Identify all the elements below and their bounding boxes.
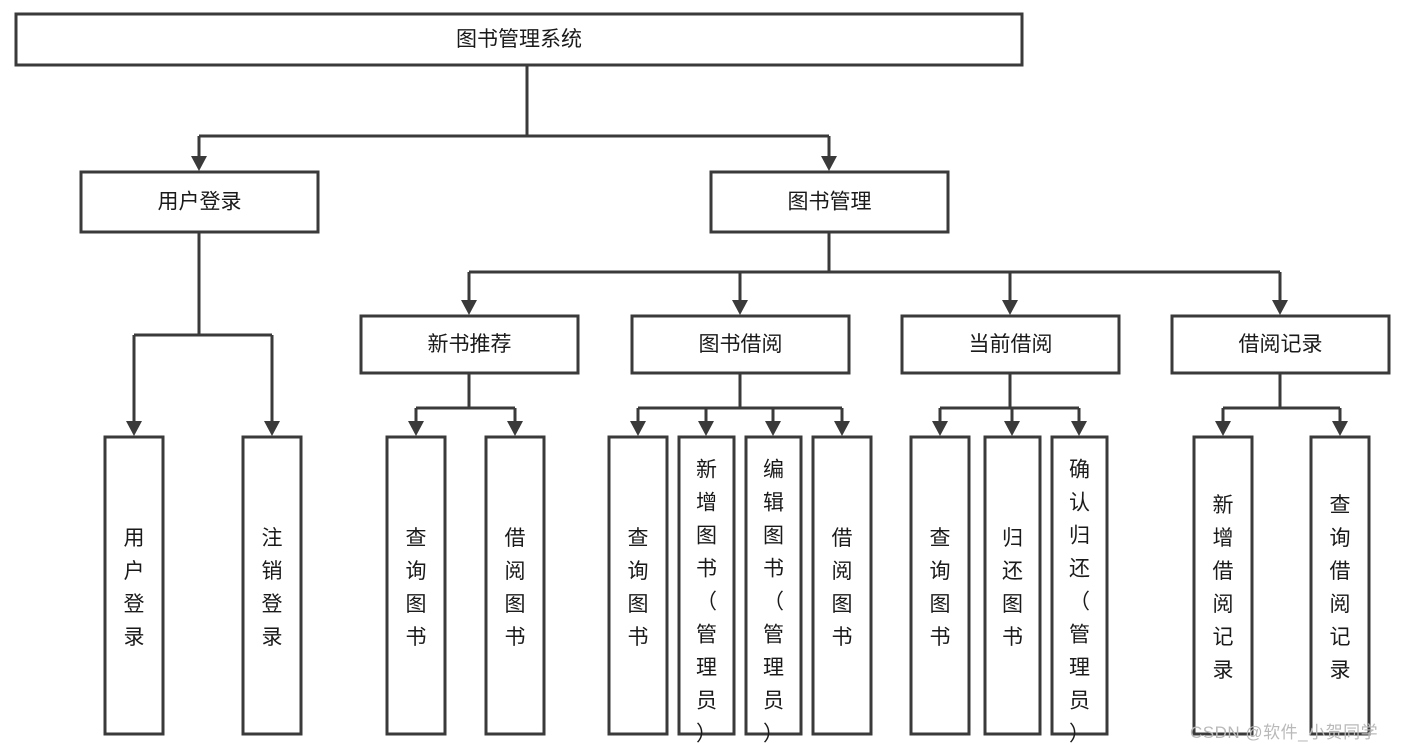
node-leaf-add-book[interactable]: 新增图书（管理员） — [677, 435, 736, 746]
arrow-head-icon — [732, 300, 748, 315]
node-label: 新书推荐 — [428, 333, 512, 356]
node-box[interactable] — [630, 314, 851, 375]
node-box[interactable] — [900, 314, 1121, 375]
node-box[interactable] — [79, 170, 320, 234]
node-label: 借阅图书 — [505, 527, 526, 649]
arrow-head-icon — [264, 421, 280, 436]
arrow-head-icon — [191, 156, 207, 171]
arrow-head-icon — [1215, 421, 1231, 436]
node-label: 图书管理系统 — [456, 28, 582, 51]
node-box[interactable] — [709, 170, 950, 234]
arrow-head-icon — [507, 421, 523, 436]
node-label: 确认归还（管理员） — [1069, 459, 1090, 746]
arrow-head-icon — [630, 421, 646, 436]
node-leaf-borrow-book-1[interactable]: 借阅图书 — [484, 435, 546, 736]
arrow-head-icon — [126, 421, 142, 436]
node-leaf-user-logout[interactable]: 注销登录 — [241, 435, 303, 736]
node-box[interactable] — [14, 12, 1024, 67]
node-label: 用户登录 — [158, 191, 242, 214]
node-box[interactable] — [103, 435, 165, 736]
node-label: 当前借阅 — [969, 333, 1053, 356]
node-book-manage[interactable]: 图书管理 — [709, 170, 950, 234]
node-label: 借阅图书 — [832, 527, 853, 649]
node-leaf-query-record[interactable]: 查询借阅记录 — [1309, 435, 1371, 736]
node-box[interactable] — [1309, 435, 1371, 736]
node-leaf-borrow-book-2[interactable]: 借阅图书 — [811, 435, 873, 736]
node-label: 图书管理 — [788, 191, 872, 214]
arrow-head-icon — [1002, 300, 1018, 315]
csdn-watermark: CSDN @软件_小贺同学 — [1190, 723, 1379, 742]
node-root[interactable]: 图书管理系统 — [14, 12, 1024, 67]
connector-line — [414, 373, 517, 424]
arrow-head-icon — [408, 421, 424, 436]
node-label: 查询图书 — [628, 527, 649, 649]
node-user-login[interactable]: 用户登录 — [79, 170, 320, 234]
node-label: 图书借阅 — [699, 333, 783, 356]
arrow-head-icon — [1071, 421, 1087, 436]
node-box[interactable] — [385, 435, 447, 736]
arrow-head-icon — [932, 421, 948, 436]
node-box[interactable] — [359, 314, 580, 375]
node-label: 新增借阅记录 — [1213, 494, 1234, 682]
node-label: 查询图书 — [930, 527, 951, 649]
arrow-head-icon — [698, 421, 714, 436]
edge-group — [1215, 373, 1348, 436]
connector-line — [197, 65, 831, 159]
node-label: 查询图书 — [406, 527, 427, 649]
node-box[interactable] — [744, 435, 803, 736]
node-leaf-query-book-3[interactable]: 查询图书 — [909, 435, 971, 736]
node-new-book-rec[interactable]: 新书推荐 — [359, 314, 580, 375]
node-label: 归还图书 — [1002, 527, 1023, 649]
node-label: 查询借阅记录 — [1330, 494, 1351, 682]
edge-group — [126, 232, 280, 436]
node-box[interactable] — [983, 435, 1042, 736]
node-label: 用户登录 — [124, 527, 145, 649]
node-book-borrow[interactable]: 图书借阅 — [630, 314, 851, 375]
edge-group — [630, 373, 850, 436]
connector-line — [1221, 373, 1342, 424]
edge-group — [191, 65, 837, 171]
arrow-head-icon — [834, 421, 850, 436]
node-borrow-record[interactable]: 借阅记录 — [1170, 314, 1391, 375]
node-leaf-edit-book[interactable]: 编辑图书（管理员） — [744, 435, 803, 746]
connector-line — [938, 373, 1081, 424]
node-box[interactable] — [1192, 435, 1254, 736]
nodes-layer: 图书管理系统用户登录图书管理新书推荐图书借阅当前借阅借阅记录用户登录注销登录查询… — [14, 12, 1391, 746]
node-leaf-add-record[interactable]: 新增借阅记录 — [1192, 435, 1254, 736]
node-label: 注销登录 — [262, 527, 283, 649]
arrow-head-icon — [765, 421, 781, 436]
edge-group — [408, 373, 523, 436]
node-box[interactable] — [1170, 314, 1391, 375]
node-box[interactable] — [811, 435, 873, 736]
node-current-borrow[interactable]: 当前借阅 — [900, 314, 1121, 375]
node-label: 新增图书（管理员） — [696, 459, 717, 746]
node-label: 借阅记录 — [1239, 333, 1323, 356]
node-leaf-query-book-2[interactable]: 查询图书 — [607, 435, 669, 736]
connector-line — [467, 232, 1282, 303]
node-box[interactable] — [1050, 435, 1109, 736]
node-leaf-return-book[interactable]: 归还图书 — [983, 435, 1042, 736]
edges-layer — [126, 65, 1348, 436]
node-box[interactable] — [677, 435, 736, 736]
arrow-head-icon — [821, 156, 837, 171]
node-leaf-query-book-1[interactable]: 查询图书 — [385, 435, 447, 736]
arrow-head-icon — [461, 300, 477, 315]
node-leaf-confirm-return[interactable]: 确认归还（管理员） — [1050, 435, 1109, 746]
node-box[interactable] — [607, 435, 669, 736]
edge-group — [932, 373, 1087, 436]
node-box[interactable] — [241, 435, 303, 736]
node-box[interactable] — [484, 435, 546, 736]
arrow-head-icon — [1332, 421, 1348, 436]
arrow-head-icon — [1272, 300, 1288, 315]
node-leaf-user-login[interactable]: 用户登录 — [103, 435, 165, 736]
node-box[interactable] — [909, 435, 971, 736]
connector-line — [636, 373, 844, 424]
edge-group — [461, 232, 1288, 315]
node-label: 编辑图书（管理员） — [763, 459, 784, 746]
connector-line — [132, 232, 274, 424]
arrow-head-icon — [1004, 421, 1020, 436]
